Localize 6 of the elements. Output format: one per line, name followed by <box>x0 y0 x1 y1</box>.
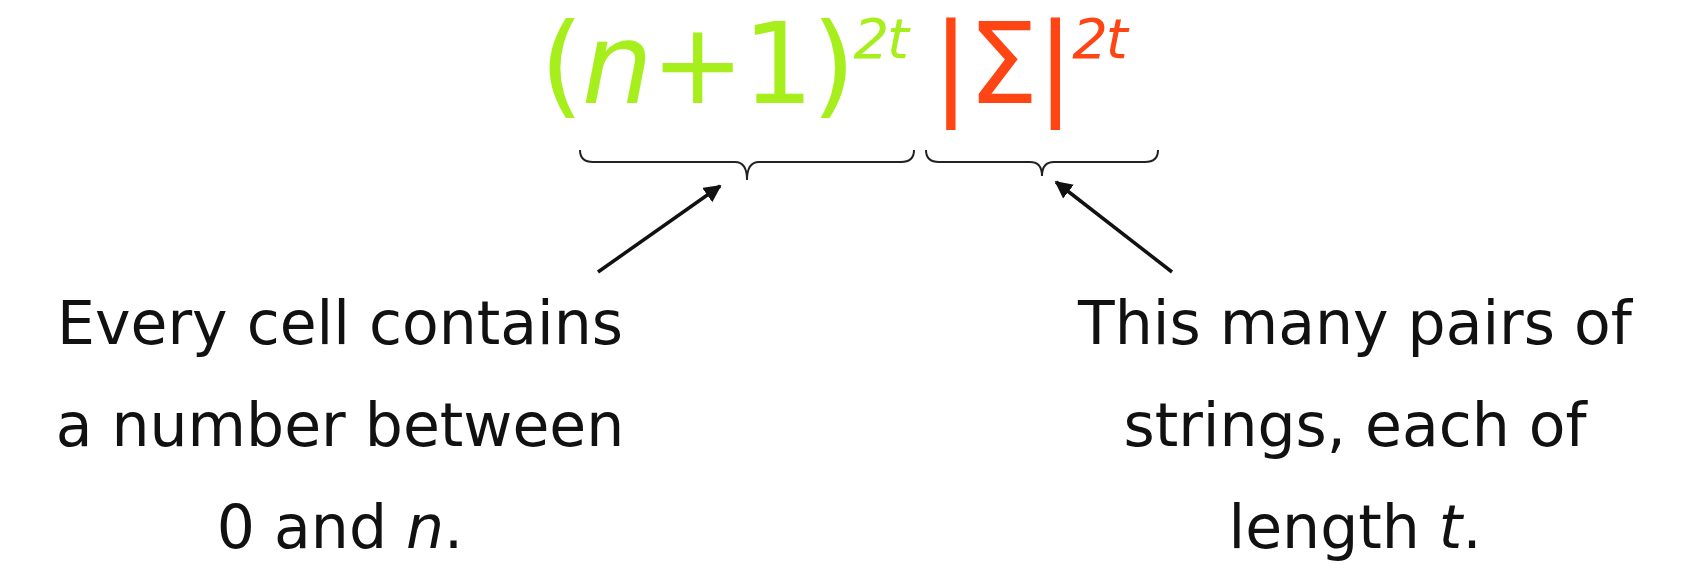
formula-term: |Σ|$^{2t}$ <box>932 8 1172 138</box>
arrow <box>597 184 722 274</box>
formula-term: (n+1)$^{2t}$ <box>540 8 930 138</box>
arrow <box>1054 180 1174 274</box>
annotation-text: This many pairs of strings, each of length t. <box>1050 272 1660 572</box>
annotation-text: Every cell contains a number between 0 and n. <box>40 272 640 572</box>
